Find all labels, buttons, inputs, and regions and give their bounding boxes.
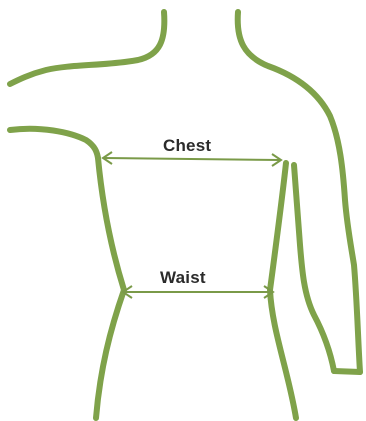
waist-label: Waist [160, 268, 206, 287]
left-armpit-outline [10, 129, 98, 158]
waist-measurement-arrow [123, 286, 273, 298]
left-neck-shoulder-outline [10, 12, 164, 84]
inner-arm-outline [294, 165, 334, 371]
arm-cuff-outline [334, 371, 360, 372]
right-torso-outline [270, 163, 296, 418]
chest-label: Chest [163, 136, 211, 155]
left-torso-outline [96, 158, 124, 418]
